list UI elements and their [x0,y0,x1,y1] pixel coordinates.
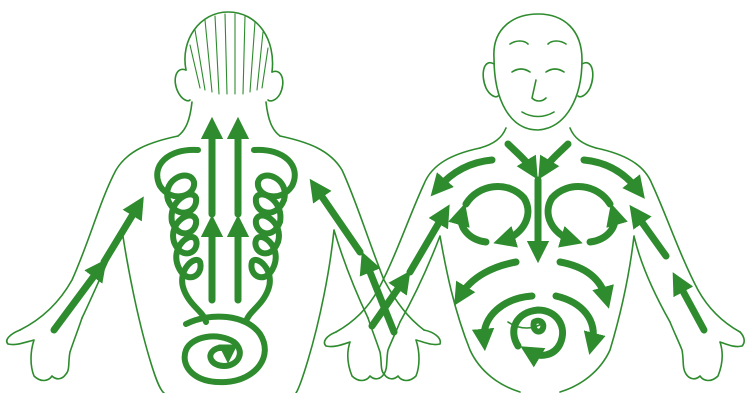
back-right-coil [246,150,295,322]
back-figure [7,12,441,393]
back-spine-arrows [212,128,238,300]
front-figure [324,14,744,392]
back-left-coil [157,150,206,322]
front-belly-arrows [460,262,606,355]
front-left-arm-arrow [372,214,444,326]
back-head-outline [175,12,283,136]
back-left-arm-arrow [54,206,138,330]
front-head-outline [480,14,596,148]
back-lower-spiral [185,317,265,383]
back-body-outline [7,136,441,393]
